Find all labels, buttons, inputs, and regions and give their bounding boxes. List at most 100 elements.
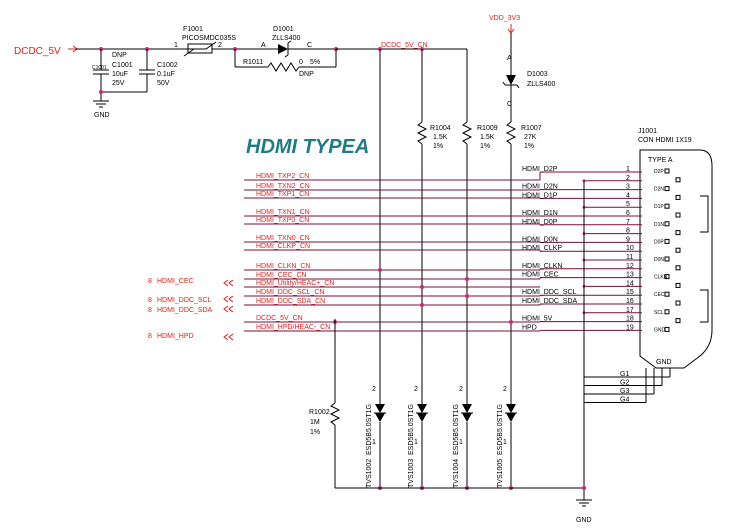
net-label-left: HDMI_DDC_SDA_CN — [256, 298, 325, 305]
pin-inner-label: CLKN — [654, 275, 668, 281]
d1001-ref: D1001 — [273, 26, 294, 33]
ground-symbol-2 — [576, 499, 592, 507]
offpage-hdmi-ddc-scl: 8 HDMI_DDC_SCL — [148, 295, 234, 304]
svg-text:8: 8 — [148, 333, 152, 340]
d1003-pin-a: A — [507, 55, 512, 62]
net-label-left: DCDC_5V_CN — [256, 315, 303, 322]
pin-number: 15 — [626, 289, 634, 296]
pin-number: 14 — [626, 280, 634, 287]
net-label-left: HDMI_CLKP_CN — [256, 243, 310, 250]
gnd-label-1: GND — [94, 112, 110, 119]
d1003-value: ZLLS400 — [527, 81, 556, 88]
resistor-r1007 — [505, 121, 517, 145]
r1007-value: 27K — [524, 134, 537, 141]
r1009-ref: R1009 — [477, 125, 498, 132]
net-label-left: HDMI_TXN2_CN — [256, 183, 310, 190]
svg-text:1: 1 — [503, 439, 507, 446]
offpage-hdmi-ddc-sda: 8 HDMI_DDC_SDA — [148, 305, 234, 314]
schematic-title: HDMI TYPEA — [246, 136, 369, 158]
r1007-ref: R1007 — [521, 125, 542, 132]
svg-text:HDMI_HPD: HDMI_HPD — [157, 333, 194, 340]
pin-net-label: HDMI_D0P — [522, 219, 558, 226]
svg-text:TVS1004: TVS1004 — [453, 459, 460, 488]
pin-net-label: HDMI_DDC_SDA — [522, 298, 578, 305]
r1002-value: 1M — [310, 419, 320, 426]
net-dcdc-5v-cn-label: DCDC_5V_CN — [381, 42, 428, 49]
ground-pin-label: G2 — [620, 380, 629, 387]
c1002-voltage: 50V — [157, 80, 170, 87]
svg-text:C1001: C1001 — [92, 65, 107, 71]
f1001-pin1: 1 — [174, 42, 178, 49]
resistor-r1009 — [461, 121, 473, 145]
net-label-left: HDMI_Utility/HEAC+_CN — [256, 280, 334, 287]
pin-net-label: HDMI_DDC_SCL — [522, 289, 577, 296]
offpage-hdmi-hpd: 8 HDMI_HPD — [148, 333, 234, 341]
ground-pin-label: G4 — [620, 397, 629, 404]
svg-text:TVS1003: TVS1003 — [408, 459, 415, 488]
ground-pin-label: G1 — [620, 371, 629, 378]
pin-number: 6 — [626, 210, 630, 217]
pin-number: 13 — [626, 272, 634, 279]
net-label-left: HDMI_HPD/HEAC-_CN — [256, 324, 330, 331]
pin-number: 18 — [626, 316, 634, 323]
d1003-ref: D1003 — [527, 71, 548, 78]
j1001-ref: J1001 — [638, 128, 657, 135]
d1001-pin-c: C — [307, 42, 312, 49]
c1001-ref: C1001 — [112, 62, 133, 69]
d1001-value: ZLLS400 — [272, 35, 301, 42]
r1011-value: 0 — [299, 59, 303, 66]
r1009-value: 1.5K — [480, 134, 495, 141]
pin-number: 3 — [626, 184, 630, 191]
pin-inner-label: GND — [654, 327, 666, 333]
net-dcdc-5v-label: DCDC_5V — [14, 46, 61, 57]
pin-number: 2 — [626, 175, 630, 182]
pin-inner-label: D2N — [654, 187, 664, 193]
svg-text:1: 1 — [414, 439, 418, 446]
gnd-label-2: GND — [576, 517, 592, 524]
svg-text:2: 2 — [372, 386, 376, 393]
svg-text:1: 1 — [459, 439, 463, 446]
connector-type-label: TYPE A — [648, 157, 673, 164]
r1011-tol: 5% — [310, 59, 320, 66]
pin-number: 19 — [626, 324, 634, 331]
svg-text:TVS1002: TVS1002 — [366, 459, 373, 488]
pin-net-label: HPD — [522, 324, 537, 331]
pin-net-label: HDMI_D2N — [522, 184, 558, 191]
pin-number: 8 — [626, 228, 630, 235]
svg-text:HDMI_CEC: HDMI_CEC — [157, 278, 194, 285]
resistor-r1004 — [416, 121, 428, 145]
r1011-note: DNP — [299, 71, 314, 78]
net-label-left: HDMI_CEC_CN — [256, 272, 307, 279]
pin-number: 16 — [626, 298, 634, 305]
svg-text:HDMI_DDC_SCL: HDMI_DDC_SCL — [157, 297, 212, 304]
net-rows: HDMI_TXP2_CNHDMI_TXN2_CNHDMI_TXP1_CNHDMI… — [244, 173, 540, 332]
net-label-left: HDMI_TXN0_CN — [256, 235, 310, 242]
net-vdd-3v3-label: VDD_3V3 — [489, 15, 520, 22]
c1002-ref: C1002 — [157, 62, 178, 69]
pin-number: 9 — [626, 236, 630, 243]
r1002-tol: 1% — [310, 429, 320, 436]
r1007-tol: 1% — [524, 143, 534, 150]
c1001-voltage: 25V — [112, 80, 125, 87]
svg-text:2: 2 — [503, 386, 507, 393]
svg-text:TVS1005: TVS1005 — [497, 459, 504, 488]
pin-net-label: HDMI_5V — [522, 316, 553, 323]
capacitor-c1001: C1001 — [92, 65, 109, 75]
ground-symbol-1 — [93, 100, 109, 108]
net-label-left: HDMI_TXP2_CN — [256, 173, 309, 180]
hdmi-connector-body — [639, 149, 713, 369]
r1011-ref: R1011 — [243, 59, 263, 66]
ground-pin-label: G3 — [620, 388, 629, 395]
c1001-note: DNP — [112, 52, 127, 59]
j1001-value: CON HDMI 1X19 — [638, 137, 692, 144]
r1004-value: 1.5K — [433, 134, 448, 141]
pin-inner-label: D1P — [654, 204, 664, 210]
pin-inner-label: D1N — [654, 222, 664, 228]
